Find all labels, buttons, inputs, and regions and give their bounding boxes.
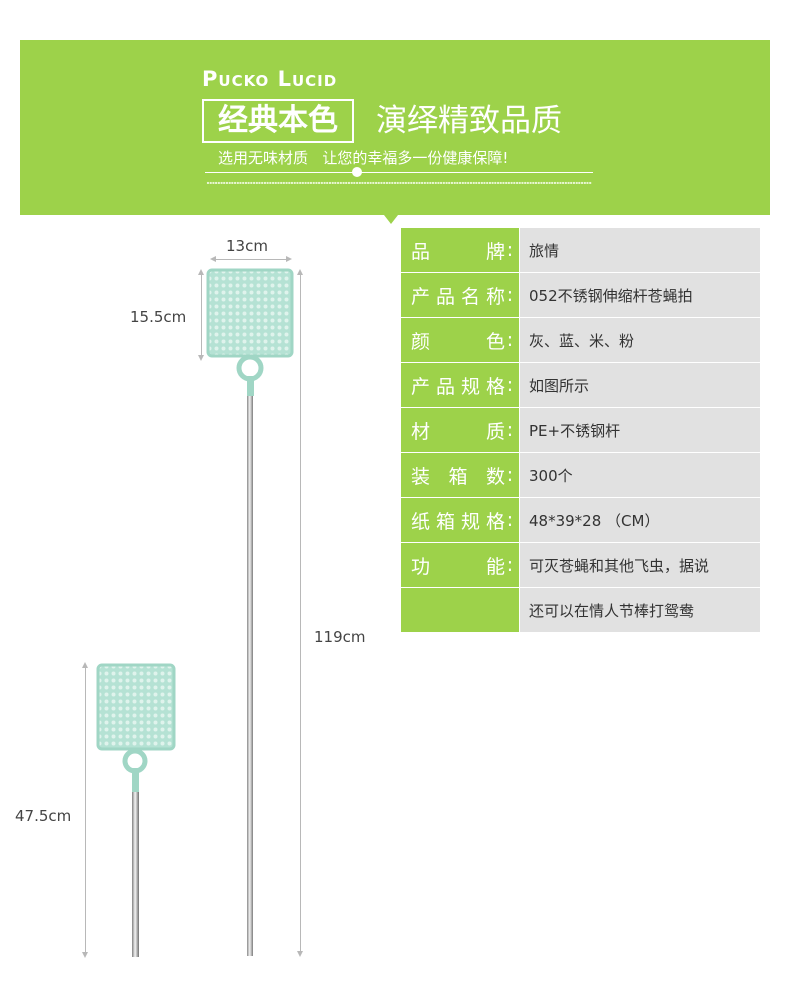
spec-value: 还可以在情人节棒打鸳鸯 bbox=[520, 588, 760, 632]
spec-row: 颜色: 灰、蓝、米、粉 bbox=[401, 318, 760, 362]
extended-length-label: 119cm bbox=[314, 628, 366, 646]
brand-logo: Pucko Lucid bbox=[202, 67, 338, 91]
spec-value: 灰、蓝、米、粉 bbox=[520, 318, 760, 362]
swatter-retracted-image bbox=[96, 663, 176, 957]
spec-label-cell: 产品规格: bbox=[401, 363, 519, 407]
subtitle-right: 让您的幸福多一份健康保障! bbox=[322, 149, 509, 167]
title-rest: 演绎精致品质 bbox=[376, 103, 562, 139]
spec-colon: : bbox=[506, 239, 514, 261]
spec-value: 300个 bbox=[520, 453, 760, 497]
spec-row: 产品名称: 052不锈钢伸缩杆苍蝇拍 bbox=[401, 273, 760, 317]
head-height-line bbox=[201, 272, 202, 358]
head-height-label: 15.5cm bbox=[130, 308, 187, 326]
spec-label-cell: 品牌: bbox=[401, 228, 519, 272]
spec-value: 48*39*28 （CM） bbox=[520, 498, 760, 542]
subtitle-left: 选用无味材质 bbox=[218, 149, 309, 167]
head-width-label: 13cm bbox=[226, 237, 268, 255]
spec-colon: : bbox=[506, 419, 514, 441]
retracted-length-label: 47.5cm bbox=[15, 807, 72, 825]
spec-label: 产品规格 bbox=[411, 375, 505, 398]
spec-colon: : bbox=[506, 374, 514, 396]
spec-colon: : bbox=[506, 464, 514, 486]
spec-label-cell: 装箱数: bbox=[401, 453, 519, 497]
decorative-fine-print: ▪▪▪▪▪▪▪▪▪▪▪▪▪▪▪▪▪▪▪▪▪▪▪▪▪▪▪▪▪▪▪▪▪▪▪▪▪▪▪▪… bbox=[206, 180, 592, 185]
spec-row: 产品规格: 如图所示 bbox=[401, 363, 760, 407]
spec-colon: : bbox=[506, 554, 514, 576]
spec-label: 材质 bbox=[411, 420, 505, 443]
title-boxed: 经典本色 bbox=[202, 99, 354, 143]
subtitle-divider bbox=[205, 172, 593, 173]
spec-value: 可灭苍蝇和其他飞虫，据说 bbox=[520, 543, 760, 587]
arrow-right-icon bbox=[286, 256, 292, 262]
extended-length-line bbox=[300, 272, 301, 954]
header-banner bbox=[20, 40, 770, 215]
spec-row: 材质: PE+不锈钢杆 bbox=[401, 408, 760, 452]
spec-label-cell: 功能: bbox=[401, 543, 519, 587]
spec-value: 旅情 bbox=[520, 228, 760, 272]
spec-label: 颜色 bbox=[411, 330, 505, 353]
spec-colon: : bbox=[506, 284, 514, 306]
arrow-up-icon bbox=[198, 269, 204, 275]
spec-row: 功能: 可灭苍蝇和其他飞虫，据说 bbox=[401, 543, 760, 587]
spec-value: 052不锈钢伸缩杆苍蝇拍 bbox=[520, 273, 760, 317]
retracted-length-line bbox=[85, 665, 86, 955]
spec-row: 装箱数: 300个 bbox=[401, 453, 760, 497]
spec-label: 装箱数 bbox=[411, 465, 505, 488]
spec-colon: : bbox=[506, 329, 514, 351]
banner-pointer bbox=[384, 215, 398, 224]
spec-colon: : bbox=[506, 509, 514, 531]
subtitle-dot bbox=[352, 167, 362, 177]
arrow-down-icon bbox=[82, 952, 88, 958]
spec-label-cell: 纸箱规格: bbox=[401, 498, 519, 542]
spec-label-cell: 产品名称: bbox=[401, 273, 519, 317]
arrow-up-icon bbox=[297, 269, 303, 275]
arrow-down-icon bbox=[198, 355, 204, 361]
spec-label: 纸箱规格 bbox=[411, 510, 505, 533]
spec-value: PE+不锈钢杆 bbox=[520, 408, 760, 452]
arrow-up-icon bbox=[82, 662, 88, 668]
spec-label: 功能 bbox=[411, 555, 505, 578]
spec-label: 产品名称 bbox=[411, 285, 505, 308]
spec-row: 纸箱规格: 48*39*28 （CM） bbox=[401, 498, 760, 542]
spec-label-cell-empty bbox=[401, 588, 519, 632]
spec-row: 品牌: 旅情 bbox=[401, 228, 760, 272]
spec-label: 品牌 bbox=[411, 240, 505, 263]
subtitle: 选用无味材质 让您的幸福多一份健康保障! bbox=[218, 147, 508, 168]
arrow-down-icon bbox=[297, 951, 303, 957]
spec-table: 品牌: 旅情 产品名称: 052不锈钢伸缩杆苍蝇拍 颜色: 灰、蓝、米、粉 产品… bbox=[401, 228, 760, 633]
spec-label-cell: 材质: bbox=[401, 408, 519, 452]
spec-value: 如图所示 bbox=[520, 363, 760, 407]
spec-row: 还可以在情人节棒打鸳鸯 bbox=[401, 588, 760, 632]
head-width-line bbox=[213, 259, 289, 260]
swatter-extended-image bbox=[206, 268, 294, 956]
spec-label-cell: 颜色: bbox=[401, 318, 519, 362]
arrow-left-icon bbox=[210, 256, 216, 262]
